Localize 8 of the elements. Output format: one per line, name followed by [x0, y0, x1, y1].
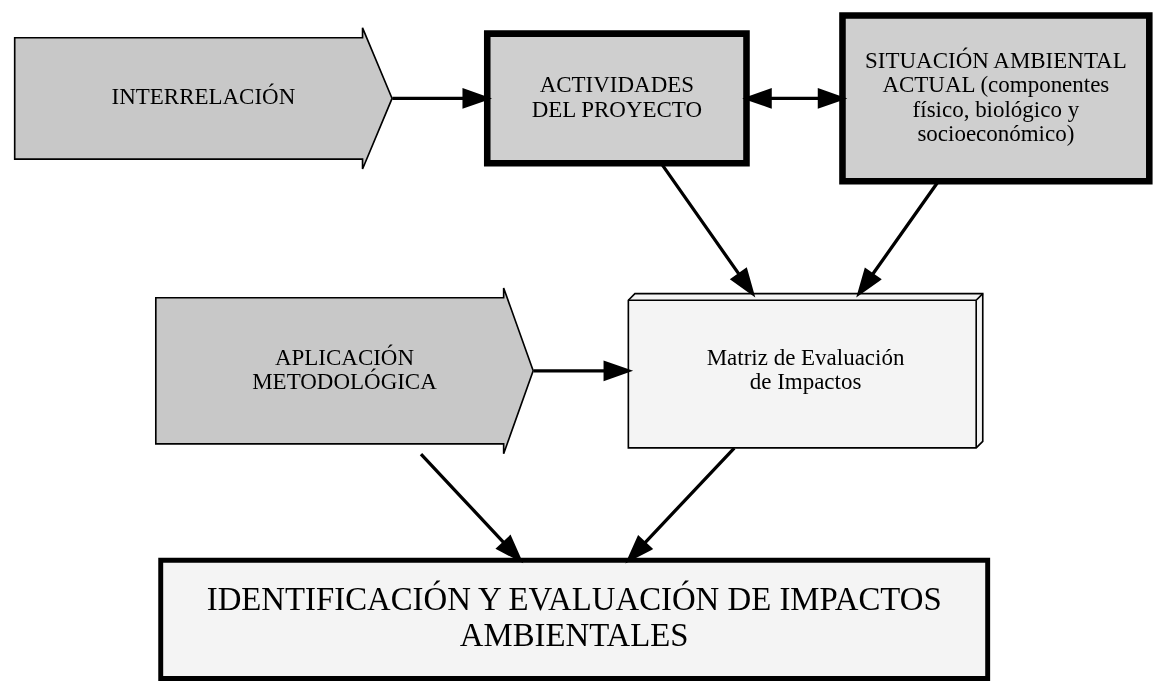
arrow — [419, 452, 524, 563]
node-box: SITUACIÓN AMBIENTAL ACTUAL (componentes físico, biológico y socioeconómico) — [839, 11, 1153, 185]
arrow — [742, 87, 848, 109]
node-box: ACTIVIDADES DEL PROYECTO — [483, 29, 750, 166]
node-box: IDENTIFICACIÓN Y EVALUACIÓN DE IMPACTOS AMBIENTALES — [158, 557, 991, 681]
arrow — [533, 359, 634, 381]
arrow — [392, 87, 493, 109]
arrow — [625, 446, 736, 564]
